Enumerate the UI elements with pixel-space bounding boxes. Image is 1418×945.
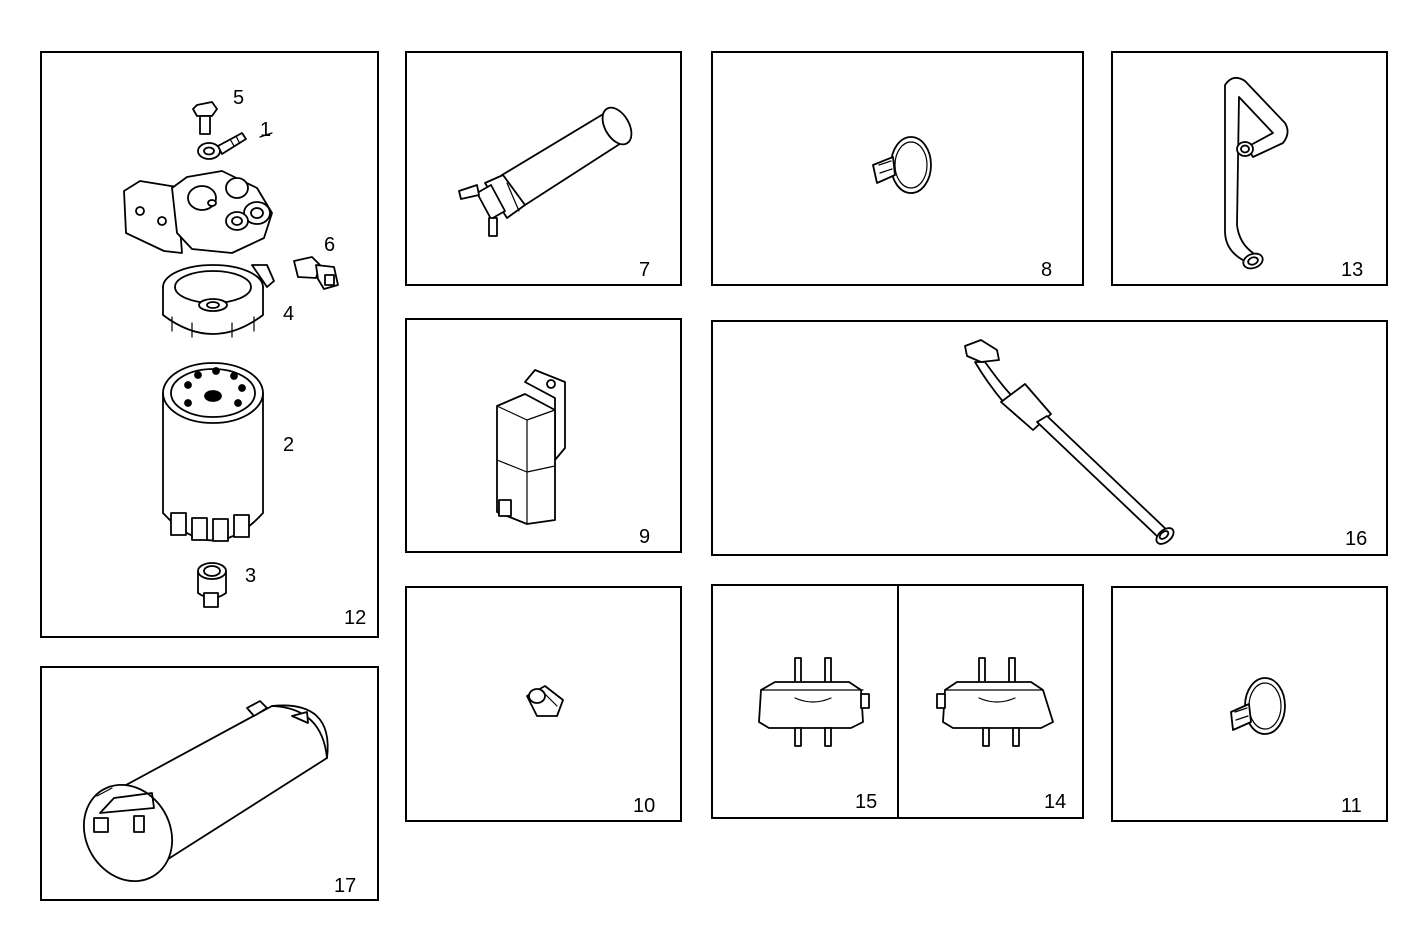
fuel-pipe-drawing bbox=[964, 339, 1175, 545]
panel-number: 15 bbox=[855, 791, 878, 813]
panel-connector-right[interactable]: 14 bbox=[897, 584, 1084, 819]
panel-hose-clamp[interactable]: 8 bbox=[711, 51, 1084, 286]
panel-number: 13 bbox=[1341, 259, 1364, 281]
sensor-part bbox=[293, 256, 339, 290]
drain-plug-part bbox=[197, 562, 227, 608]
panel-number: 17 bbox=[334, 875, 357, 897]
connector-right-drawing bbox=[936, 657, 1054, 747]
fuel-filter-assembly-drawing bbox=[123, 101, 339, 608]
canister-drawing bbox=[82, 700, 329, 883]
separator-bowl-part bbox=[162, 264, 275, 338]
hose-clamp-part bbox=[1230, 677, 1286, 735]
panel-number: 8 bbox=[1041, 259, 1053, 281]
panel-hose-clamp-small[interactable]: 11 bbox=[1111, 586, 1388, 822]
callout-6: 6 bbox=[324, 234, 336, 256]
callout-3: 3 bbox=[245, 565, 257, 587]
panel-canister[interactable]: 17 bbox=[40, 666, 379, 901]
panel-number: 11 bbox=[1341, 795, 1362, 817]
fuel-pump-drawing bbox=[458, 106, 633, 237]
panel-connector-left[interactable]: 15 bbox=[711, 584, 899, 819]
cap-drawing bbox=[526, 685, 564, 717]
panel-number: 12 bbox=[344, 607, 367, 629]
panel-bent-hose[interactable]: 13 bbox=[1111, 51, 1388, 286]
panel-fuel-filter-assembly[interactable]: 1 2 3 4 5 6 12 bbox=[40, 51, 379, 638]
hose-clamp-part bbox=[872, 136, 932, 194]
fuel-pump-part bbox=[458, 106, 633, 237]
banjo-fitting-part bbox=[197, 132, 247, 160]
callout-2: 2 bbox=[283, 434, 295, 456]
relay-drawing bbox=[496, 369, 566, 525]
panel-cap[interactable]: 10 bbox=[405, 586, 682, 822]
panel-relay[interactable]: 9 bbox=[405, 318, 682, 553]
callout-4: 4 bbox=[283, 303, 295, 325]
callout-1: 1 bbox=[260, 119, 272, 141]
cap-part bbox=[526, 685, 564, 717]
bent-hose-part bbox=[1224, 76, 1289, 270]
canister-part bbox=[82, 700, 329, 883]
panel-number: 14 bbox=[1044, 791, 1067, 813]
callout-5: 5 bbox=[233, 87, 245, 109]
filter-cartridge-part bbox=[162, 362, 264, 542]
panel-number: 7 bbox=[639, 259, 651, 281]
connector-left-drawing bbox=[758, 657, 870, 747]
bent-hose-drawing bbox=[1224, 76, 1289, 270]
panel-number: 16 bbox=[1345, 528, 1368, 550]
panel-number: 10 bbox=[633, 795, 656, 817]
hose-clamp-small-drawing bbox=[1230, 677, 1286, 735]
panel-fuel-pipe[interactable]: 16 bbox=[711, 320, 1388, 556]
connector-part bbox=[936, 657, 1054, 747]
filter-head-part bbox=[123, 170, 273, 254]
bolt-part bbox=[192, 101, 218, 135]
connector-part bbox=[758, 657, 870, 747]
hose-clamp-drawing bbox=[872, 136, 932, 194]
relay-part bbox=[496, 369, 566, 525]
panel-number: 9 bbox=[639, 526, 651, 548]
panel-fuel-pump[interactable]: 7 bbox=[405, 51, 682, 286]
fuel-pipe-part bbox=[964, 339, 1175, 545]
